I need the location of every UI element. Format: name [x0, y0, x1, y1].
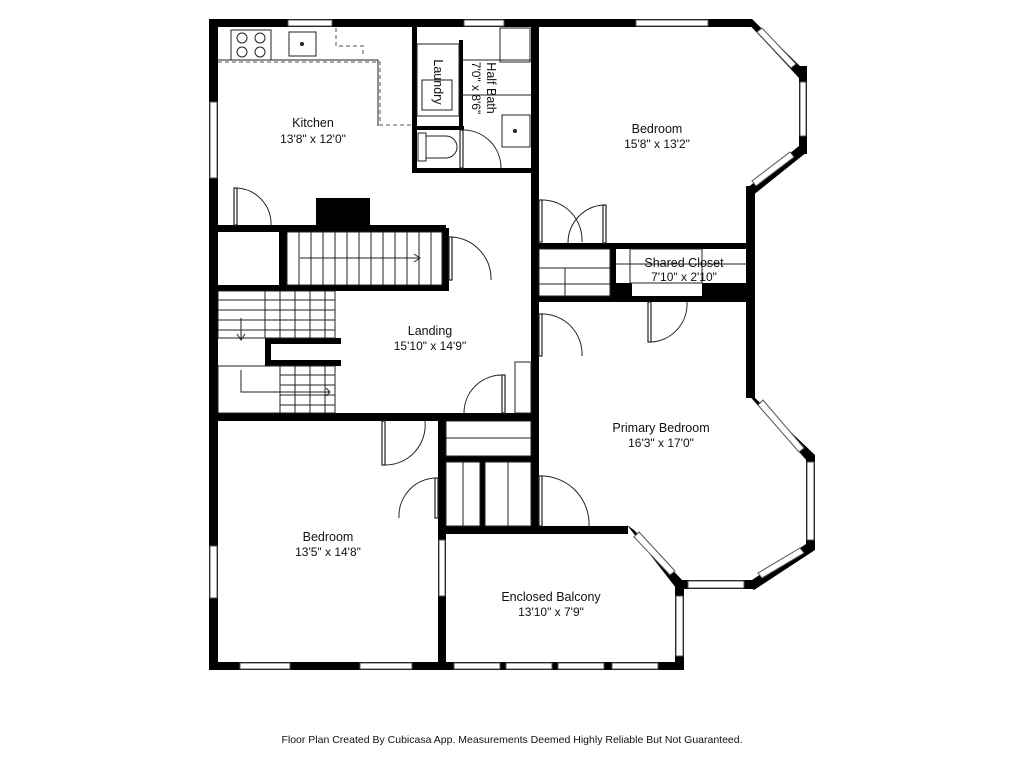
bedroom-sw-label: Bedroom	[303, 530, 354, 544]
footer-disclaimer: Floor Plan Created By Cubicasa App. Meas…	[281, 734, 743, 746]
kitchen-fixtures	[218, 28, 412, 126]
bedroom-sw-dims: 13'5" x 14'8"	[295, 545, 361, 559]
laundry-label: Laundry	[431, 59, 445, 105]
stove-icon	[230, 29, 272, 61]
room-labels: Kitchen 13'8" x 12'0" Half Bath 7'0" x 8…	[280, 59, 724, 619]
enclosed-balcony-dims: 13'10" x 7'9"	[518, 605, 584, 619]
landing-dims: 15'10" x 14'9"	[394, 339, 467, 353]
toilet-icon	[425, 135, 458, 159]
bedroom-ne-label: Bedroom	[632, 122, 683, 136]
bath-fixtures	[416, 27, 531, 162]
doors	[233, 129, 688, 527]
shared-closet-label: Shared Closet	[644, 256, 724, 270]
washer-icon	[421, 79, 453, 111]
enclosed-balcony-label: Enclosed Balcony	[501, 590, 601, 604]
kitchen-label: Kitchen	[292, 116, 334, 130]
landing-label: Landing	[408, 324, 453, 338]
interior-walls	[209, 27, 755, 670]
kitchen-dims: 13'8" x 12'0"	[280, 132, 346, 146]
stairs	[217, 231, 748, 527]
half-bath-dims: 7'0" x 8'6"	[469, 62, 483, 114]
bedroom-ne-dims: 15'8" x 13'2"	[624, 137, 690, 151]
half-bath-label: Half Bath	[484, 62, 498, 113]
windows	[209, 19, 815, 670]
primary-bedroom-dims: 16'3" x 17'0"	[628, 436, 694, 450]
primary-bedroom-label: Primary Bedroom	[612, 421, 709, 435]
shared-closet-dims: 7'10" x 2'10"	[651, 270, 717, 284]
